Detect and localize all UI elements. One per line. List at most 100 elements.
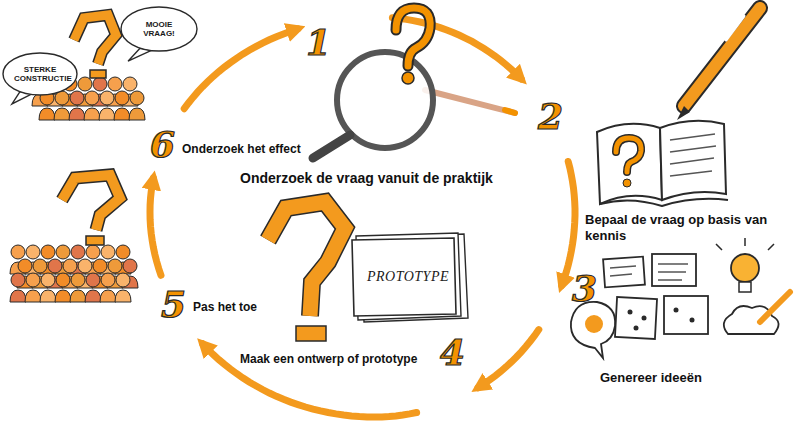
sheet-front <box>352 238 456 316</box>
pencil <box>760 292 790 322</box>
person-head <box>123 259 137 273</box>
idea-bubble <box>571 302 615 358</box>
prototype-text: PROTOTYPE <box>367 269 449 285</box>
step-number: 5 <box>161 286 186 322</box>
step-number: 2 <box>538 98 563 134</box>
light-rays <box>716 238 774 250</box>
sticky-note <box>664 296 708 334</box>
book-edge <box>600 199 728 206</box>
step-number: 3 <box>572 270 597 306</box>
block-question-outline <box>62 175 120 230</box>
book-page <box>660 121 726 200</box>
block-question-outline <box>268 202 345 316</box>
sticky-note <box>603 257 645 288</box>
pen-clip <box>726 16 744 40</box>
person-body <box>10 290 26 302</box>
person-head <box>11 245 25 259</box>
person-head <box>108 259 122 273</box>
person-body <box>84 108 100 120</box>
lightbulb-base <box>739 282 751 292</box>
note-lines <box>610 264 688 280</box>
person-body <box>40 290 56 302</box>
person-body <box>69 108 85 120</box>
cycle-arrow <box>478 330 539 388</box>
person-head <box>11 273 25 287</box>
step-label: Genereer ideeën <box>600 370 702 386</box>
step-label: Onderzoek de vraag vanuit de praktijk <box>240 170 493 187</box>
question-dot <box>402 72 414 84</box>
step-number: 4 <box>440 334 465 370</box>
cycle-arrow <box>150 178 161 275</box>
sticky-note <box>652 254 696 286</box>
sticky-note <box>615 297 657 339</box>
step-number: 1 <box>306 24 331 60</box>
person-body <box>39 108 55 120</box>
prototype-sheet: PROTOTYPE <box>352 232 464 322</box>
bubble-text: MOOIE VRAAG! <box>132 20 186 38</box>
person-head <box>48 259 62 273</box>
block-question-outline <box>74 15 116 64</box>
step-label: Maak een ontwerp of prototype <box>240 352 417 366</box>
step-label: Bepaal de vraag op basis van kennis <box>585 212 790 243</box>
person-head <box>41 245 55 259</box>
person-head <box>115 91 129 105</box>
cycle-arrow <box>562 162 575 286</box>
cycle-arrow <box>184 29 298 109</box>
person-head <box>26 273 40 287</box>
question-mark <box>396 8 430 66</box>
person-body <box>129 108 145 120</box>
block-question-dot <box>90 70 106 78</box>
pointer-stick <box>425 90 515 113</box>
person-body <box>54 108 70 120</box>
bubble-outline <box>3 53 77 95</box>
person-head <box>116 245 130 259</box>
magnifier-handle <box>313 135 350 158</box>
block-question <box>268 202 345 316</box>
pointer-tip <box>505 110 515 113</box>
book-page <box>597 124 662 204</box>
step-label: Onderzoek het effect <box>182 142 301 156</box>
question-mark <box>616 138 641 172</box>
pen-body <box>684 8 760 106</box>
person-body <box>100 290 116 302</box>
bubble-text: STERKE CONSTRUCTIE <box>14 65 66 83</box>
person-head <box>93 77 107 91</box>
step-label: Pas het toe <box>193 300 257 314</box>
question-dot <box>623 179 631 187</box>
bubble-outline <box>121 7 197 51</box>
person-head <box>78 77 92 91</box>
person-body <box>70 290 86 302</box>
person-head <box>123 77 137 91</box>
person-head <box>33 259 47 273</box>
question-mark <box>616 138 641 172</box>
idea-dot <box>585 315 603 333</box>
cycle-arrow <box>203 344 417 417</box>
person-body <box>115 290 131 302</box>
person-head <box>70 91 84 105</box>
person-head <box>108 77 122 91</box>
person-head <box>116 273 130 287</box>
person-head <box>130 91 144 105</box>
lightbulb <box>731 254 759 282</box>
block-question-dot <box>296 326 326 341</box>
pen-outline <box>684 8 760 106</box>
block-question <box>62 175 120 230</box>
person-head <box>26 245 40 259</box>
person-head <box>71 273 85 287</box>
person-head <box>63 259 77 273</box>
person-body <box>55 290 71 302</box>
person-body <box>114 108 130 120</box>
speech-bubble: STERKE CONSTRUCTIE <box>2 52 78 96</box>
person-body <box>99 108 115 120</box>
person-head <box>100 91 114 105</box>
question-mark <box>396 8 430 66</box>
block-question-dot <box>86 236 104 245</box>
person-head <box>86 273 100 287</box>
person-head <box>56 245 70 259</box>
speech-bubble: MOOIE VRAAG! <box>120 6 198 52</box>
person-head <box>18 259 32 273</box>
person-head <box>71 245 85 259</box>
block-question <box>74 15 116 64</box>
person-head <box>101 273 115 287</box>
